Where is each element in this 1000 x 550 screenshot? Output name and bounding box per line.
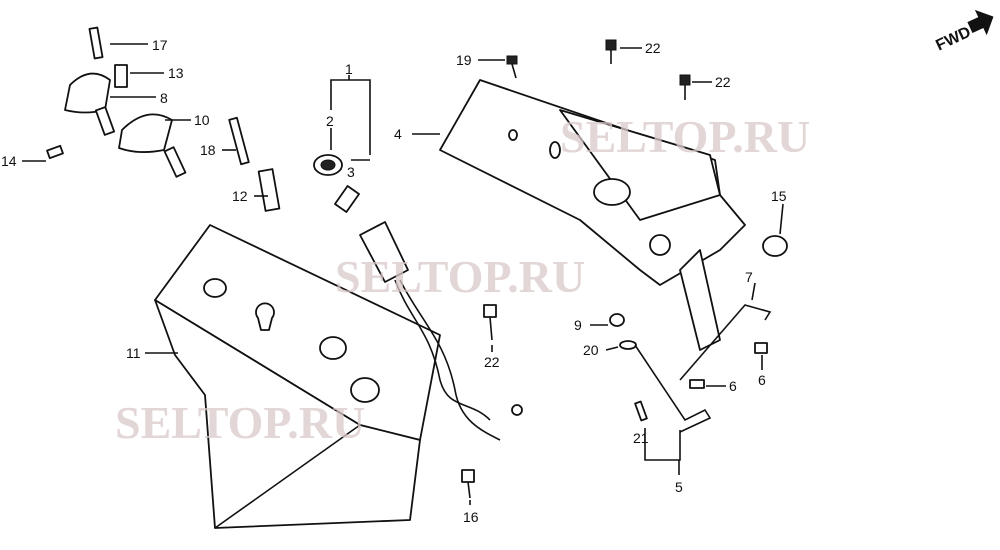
part-label: 9 — [574, 317, 582, 333]
part-label: 10 — [194, 112, 210, 128]
part-label: 19 — [456, 52, 472, 68]
part-label: 6 — [758, 372, 766, 388]
part-4-bracket — [439, 79, 746, 351]
part-label: 22 — [645, 40, 661, 56]
part-label: 3 — [347, 164, 355, 180]
watermark-3: SELTOP.RU — [115, 397, 365, 448]
part-label: 22 — [484, 354, 500, 370]
part-right-fasteners — [461, 39, 788, 499]
leader-lines — [22, 43, 784, 505]
watermark-1: SELTOP.RU — [560, 111, 810, 162]
part-label: 13 — [168, 65, 184, 81]
part-label: 15 — [771, 188, 787, 204]
watermark-2: SELTOP.RU — [335, 251, 585, 302]
fwd-arrow-icon — [967, 9, 994, 36]
part-label: 21 — [633, 430, 649, 446]
part-label: 17 — [152, 37, 168, 53]
part-label: 7 — [745, 269, 753, 285]
fwd-label: FWD — [933, 24, 973, 55]
part-label: 18 — [200, 142, 216, 158]
part-label: 16 — [463, 509, 479, 525]
part-label: 11 — [126, 345, 141, 361]
part-label: 8 — [160, 90, 168, 106]
part-label: 20 — [583, 342, 599, 358]
part-label: 1 — [345, 61, 353, 77]
part-label: 14 — [1, 153, 17, 169]
part-label: 12 — [232, 188, 248, 204]
fwd-direction-indicator: FWD — [933, 9, 994, 55]
part-1-cable-assembly — [313, 154, 523, 441]
part-small-fasteners — [46, 26, 281, 212]
part-label: 22 — [715, 74, 731, 90]
part-label: 5 — [675, 479, 683, 495]
part-label: 6 — [729, 378, 737, 394]
part-label: 4 — [394, 126, 402, 142]
part-number-labels: 17 13 8 10 14 18 12 1 2 3 4 19 22 22 15 … — [1, 37, 787, 525]
part-label: 2 — [326, 113, 334, 129]
part-11-meter-panel — [154, 224, 441, 529]
